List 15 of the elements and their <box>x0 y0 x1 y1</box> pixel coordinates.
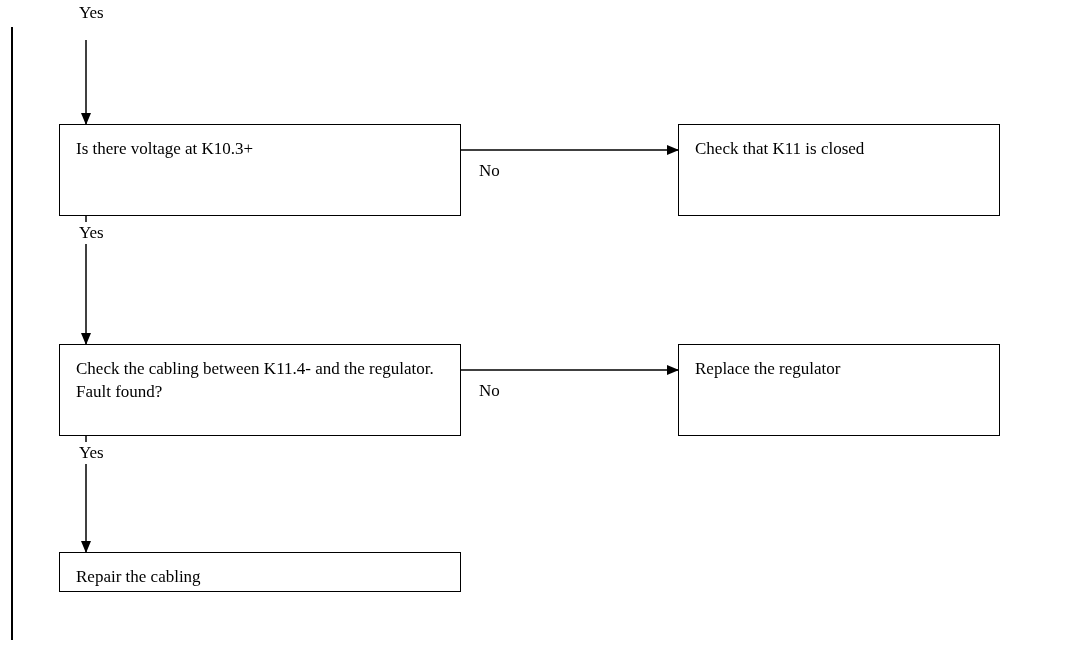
process-box <box>678 344 1000 436</box>
arrow <box>460 365 679 375</box>
box-text: Replace the regulator <box>695 358 842 380</box>
box-text: Is there voltage at K10.3+ <box>76 138 255 160</box>
process-box <box>59 552 461 592</box>
edge-label: Yes <box>78 222 105 244</box>
box-text: Repair the cabling <box>76 566 202 588</box>
process-box <box>59 344 461 436</box>
process-box <box>678 124 1000 216</box>
arrow <box>460 145 679 155</box>
arrow <box>81 39 91 125</box>
box-text: Check that K11 is closed <box>695 138 866 160</box>
box-text: Check the cabling between K11.4- and the regulator. Fault found? <box>76 358 435 403</box>
edge-label: Yes <box>78 442 105 464</box>
process-box <box>59 124 461 216</box>
